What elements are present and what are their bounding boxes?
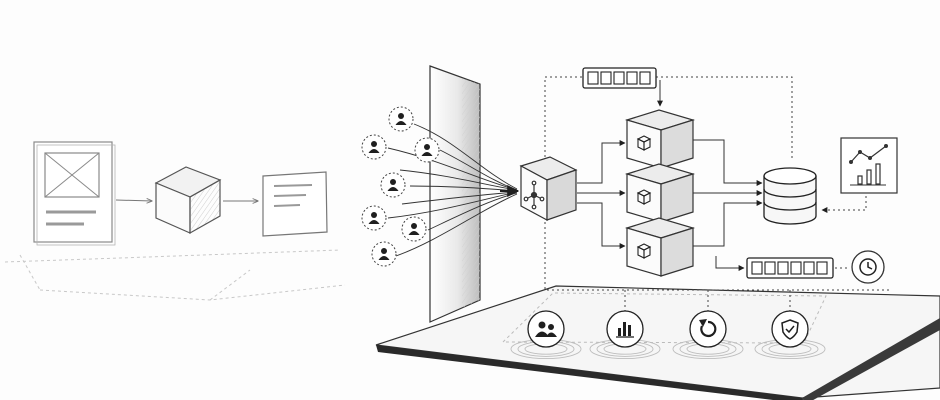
service-node [624,109,696,169]
user-avatar [414,137,440,163]
database-icon [763,167,817,225]
bar-chart-icon [616,322,634,338]
analytics-panel [840,137,898,194]
queue-slot [751,261,763,275]
platform-badge [589,310,661,360]
queue-slot [803,261,815,275]
clock-icon [851,250,885,284]
platform-badge [672,310,744,360]
user-cluster [361,106,440,267]
queue-slot [790,261,802,275]
queue-slot [600,71,612,85]
user-avatar [401,216,427,242]
hub-icon [523,180,545,210]
person-icon [368,141,380,153]
gateway-node [519,156,578,222]
package-icon [636,135,652,151]
queue-slot [626,71,638,85]
image-placeholder-icon [44,152,100,198]
queue-slot [613,71,625,85]
user-avatar [388,106,414,132]
document-icon [262,171,328,237]
person-icon [378,248,390,260]
package-icon [636,243,652,259]
user-avatar [380,172,406,198]
queue-top [582,67,657,89]
person-icon [368,212,380,224]
user-avatar [371,241,397,267]
gateway-wall [429,65,481,323]
queue-slot [587,71,599,85]
refresh-icon [699,319,717,338]
connectors [577,80,763,271]
package-icon [636,189,652,205]
cube-icon [154,166,222,235]
users-icon [535,321,557,337]
queue-frame [582,67,657,89]
person-icon [387,179,399,191]
person-icon [421,144,433,156]
queue-slot [777,261,789,275]
user-avatar [361,205,387,231]
queue-bottom [746,257,834,279]
service-stack [624,109,696,277]
sketch-floor [4,249,346,301]
wireframe-page [33,141,116,246]
prototype-stage [4,141,346,301]
arrow-wireframe-to-cube [115,200,152,201]
dotted-connectors [544,76,892,312]
service-node [624,163,696,223]
queue-slot [639,71,651,85]
queue-slot [764,261,776,275]
platform-badges [510,310,826,360]
person-icon [395,113,407,125]
queue-frame [746,257,834,279]
queue-slot [816,261,828,275]
person-icon [408,223,420,235]
platform-badge [510,310,582,360]
user-avatar [361,134,387,160]
service-node [624,217,696,277]
shield-check-icon [781,319,799,340]
platform-badge [754,310,826,360]
trend-chart-icon [849,144,888,186]
